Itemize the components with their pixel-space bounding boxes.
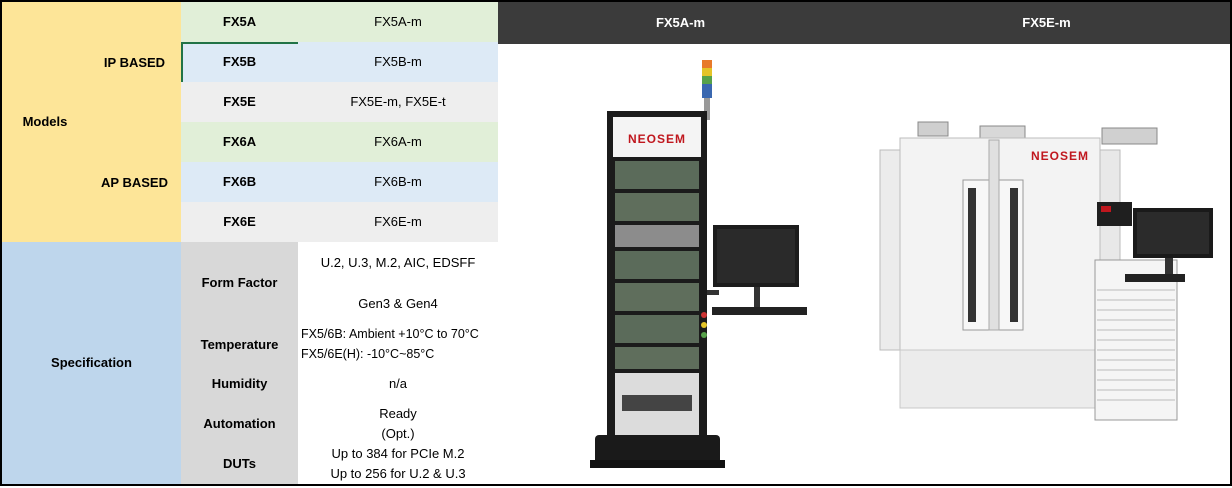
temperature-line-1: FX5/6B: Ambient +10°C to 70°C xyxy=(301,327,479,341)
temperature-label: Temperature xyxy=(181,324,300,366)
ap-based-label: AP BASED xyxy=(88,124,183,244)
automation-line-2: (Opt.) xyxy=(381,426,415,441)
table-left-border xyxy=(0,0,2,486)
fx5a-rack-image: NEOSEM xyxy=(590,60,807,468)
model-variant-fx5a[interactable]: FX5A-m xyxy=(298,2,500,44)
model-variant-fx6a[interactable]: FX6A-m xyxy=(298,122,500,164)
model-name-fx6a[interactable]: FX6A xyxy=(181,122,300,164)
model-name-fx5e[interactable]: FX5E xyxy=(181,82,300,124)
duts-label: DUTs xyxy=(181,444,300,486)
product-header-fx5a: FX5A-m xyxy=(498,2,865,46)
form-factor-value[interactable]: U.2, U.3, M.2, AIC, EDSFF xyxy=(298,242,500,286)
model-name-fx5b[interactable]: FX5B xyxy=(181,42,300,84)
automation-line-1: Ready xyxy=(379,406,417,421)
form-factor-gen-value[interactable]: Gen3 & Gen4 xyxy=(298,284,500,326)
temperature-value[interactable]: FX5/6B: Ambient +10°C to 70°C FX5/6E(H):… xyxy=(298,324,500,366)
humidity-value[interactable]: n/a xyxy=(298,364,500,406)
chamber-brand-label: NEOSEM xyxy=(1031,149,1089,163)
form-factor-label: Form Factor xyxy=(181,242,300,326)
temperature-line-2: FX5/6E(H): -10°C~85°C xyxy=(301,347,435,361)
automation-value[interactable]: Ready (Opt.) xyxy=(298,404,500,446)
model-name-fx5a[interactable]: FX5A xyxy=(181,2,300,44)
model-variant-fx5e[interactable]: FX5E-m, FX5E-t xyxy=(298,82,500,124)
ip-based-label: IP BASED xyxy=(88,2,183,126)
duts-line-2: Up to 256 for U.2 & U.3 xyxy=(330,466,466,481)
model-name-fx6e[interactable]: FX6E xyxy=(181,202,300,244)
model-variant-fx6b[interactable]: FX6B-m xyxy=(298,162,500,204)
table-top-border xyxy=(0,0,1232,2)
product-header-fx5e: FX5E-m xyxy=(863,2,1232,46)
models-label: Models xyxy=(2,2,90,244)
model-variant-fx6e[interactable]: FX6E-m xyxy=(298,202,500,244)
specification-label: Specification xyxy=(2,242,183,486)
rack-brand-label: NEOSEM xyxy=(628,132,686,146)
model-variant-fx5b[interactable]: FX5B-m xyxy=(298,42,500,84)
duts-line-1: Up to 384 for PCIe M.2 xyxy=(331,446,465,461)
model-name-fx6b[interactable]: FX6B xyxy=(181,162,300,204)
automation-label: Automation xyxy=(181,404,300,446)
duts-value[interactable]: Up to 384 for PCIe M.2 Up to 256 for U.2… xyxy=(298,444,500,486)
humidity-label: Humidity xyxy=(181,364,300,406)
fx5e-chamber-image: NEOSEM xyxy=(879,121,1213,421)
